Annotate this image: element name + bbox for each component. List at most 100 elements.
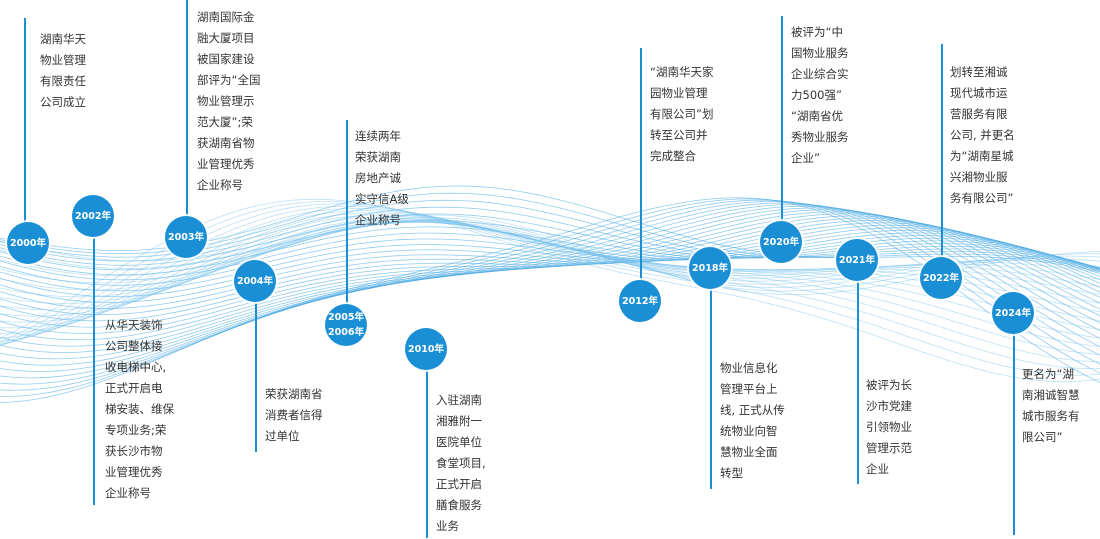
milestone-description-line: 湖南国际金 bbox=[197, 10, 255, 24]
milestone-description-line: 物业管理 bbox=[40, 53, 86, 67]
milestone-description: 物业信息化管理平台上线, 正式从传统物业向智慧物业全面转型 bbox=[720, 358, 785, 484]
milestone-connector bbox=[24, 18, 26, 226]
milestone-description-line: 获长沙市物 bbox=[105, 444, 163, 458]
milestone-year: 2004年 bbox=[237, 275, 273, 287]
milestone-connector bbox=[941, 44, 943, 257]
milestone-description-line: 业管理优秀 bbox=[197, 157, 255, 171]
milestone-description-line: 正式开启 bbox=[436, 477, 482, 491]
wave-line bbox=[0, 212, 1100, 343]
milestone-year-badge: 2024年 bbox=[992, 292, 1034, 334]
milestone-description-line: 引领物业 bbox=[866, 420, 912, 434]
milestone-description-line: 收电梯中心, bbox=[105, 360, 167, 374]
wave-line bbox=[0, 220, 1100, 271]
milestone-year-badge: 2022年 bbox=[920, 257, 962, 299]
wave-line bbox=[0, 207, 1100, 355]
milestone-year: 2010年 bbox=[408, 343, 444, 355]
milestone-year: 2020年 bbox=[763, 236, 799, 248]
milestone-description-line: 企业” bbox=[791, 151, 820, 165]
milestone-connector bbox=[186, 0, 188, 217]
milestone-description-line: 转型 bbox=[720, 466, 743, 480]
milestone-description-line: 膳食服务 bbox=[436, 498, 482, 512]
milestone-description: “湖南华天家园物业管理有限公司”划转至公司并完成整合 bbox=[650, 62, 713, 167]
milestone-description-line: 秀物业服务 bbox=[791, 130, 849, 144]
milestone-description-line: 连续两年 bbox=[355, 129, 401, 143]
wave-line bbox=[0, 207, 1100, 360]
wave-line bbox=[0, 202, 1100, 379]
milestone-description: 湖南国际金融大厦项目被国家建设部评为“全国物业管理示范大厦”;荣获湖南省物业管理… bbox=[197, 7, 260, 196]
wave-line bbox=[0, 213, 1100, 269]
milestone-description-line: 限公司” bbox=[1022, 430, 1063, 444]
milestone-description-line: 为“湖南星城 bbox=[950, 149, 1014, 163]
milestone-description-line: 物业信息化 bbox=[720, 361, 778, 375]
wave-line bbox=[0, 229, 1100, 298]
milestone-year-badge: 2000年 bbox=[7, 222, 49, 264]
milestone-description-line: 入驻湖南 bbox=[436, 393, 482, 407]
milestone-description-line: “湖南省优 bbox=[791, 109, 843, 123]
milestone-description: 荣获湖南省消费者信得过单位 bbox=[265, 384, 323, 447]
milestone-description-line: 被评为长 bbox=[866, 378, 912, 392]
milestone-description: 从华天装饰公司整体接收电梯中心,正式开启电梯安装、维保专项业务;荣获长沙市物业管… bbox=[105, 315, 174, 504]
milestone-description-line: 务有限公司” bbox=[950, 191, 1014, 205]
milestone-description-line: 荣获湖南 bbox=[355, 150, 401, 164]
milestone-description-line: 业管理优秀 bbox=[105, 465, 163, 479]
milestone-description-line: “湖南华天家 bbox=[650, 65, 714, 79]
milestone-connector bbox=[93, 237, 95, 505]
milestone-description-line: 湖南华天 bbox=[40, 32, 86, 46]
milestone-year: 2018年 bbox=[692, 262, 728, 274]
milestone-description-line: 企业称号 bbox=[197, 178, 243, 192]
milestone-description-line: 有限责任 bbox=[40, 74, 86, 88]
milestone-description-line: 企业 bbox=[866, 462, 889, 476]
milestone-description: 被评为长沙市党建引领物业管理示范企业 bbox=[866, 375, 912, 480]
milestone-description-line: 统物业向智 bbox=[720, 424, 778, 438]
milestone-year: 2006年 bbox=[328, 327, 364, 338]
milestone-description-line: 有限公司”划 bbox=[650, 107, 714, 121]
milestone-description-line: 公司成立 bbox=[40, 95, 86, 109]
milestone-description-line: 房地产诚 bbox=[355, 171, 401, 185]
milestone-description-line: 划转至湘诚 bbox=[950, 65, 1008, 79]
milestone-description-line: 物业管理示 bbox=[197, 94, 255, 108]
milestone-description-line: 部评为“全国 bbox=[197, 73, 261, 87]
milestone-connector bbox=[255, 302, 257, 452]
milestone-year-badge: 2003年 bbox=[165, 216, 207, 258]
milestone-description: 被评为“中国物业服务企业综合实力500强”“湖南省优秀物业服务企业” bbox=[791, 22, 849, 169]
milestone-description-line: 营服务有限 bbox=[950, 107, 1008, 121]
milestone-description: 湖南华天物业管理有限责任公司成立 bbox=[40, 29, 86, 113]
wave-line bbox=[0, 227, 1100, 303]
milestone-description-line: 过单位 bbox=[265, 429, 300, 443]
milestone-description-line: 力500强” bbox=[791, 88, 842, 102]
milestone-year: 2005年 bbox=[328, 312, 364, 323]
milestone-description-line: 食堂项目, bbox=[436, 456, 486, 470]
milestone-description-line: 管理示范 bbox=[866, 441, 912, 455]
milestone-connector bbox=[1013, 334, 1015, 535]
milestone-description-line: 沙市党建 bbox=[866, 399, 912, 413]
milestone-description: 连续两年荣获湖南房地产诚实守信A级企业称号 bbox=[355, 126, 409, 231]
milestone-description-line: 业务 bbox=[436, 519, 459, 533]
milestone-description-line: 范大厦”;荣 bbox=[197, 115, 253, 129]
milestone-description: 入驻湖南湘雅附一医院单位食堂项目,正式开启膳食服务业务 bbox=[436, 390, 486, 537]
milestone-year: 2003年 bbox=[168, 231, 204, 243]
milestone-year-badge: 2005年 2006年 bbox=[325, 304, 367, 346]
milestone-year-badge: 2020年 bbox=[760, 221, 802, 263]
milestone-year-badge: 2010年 bbox=[405, 328, 447, 370]
wave-line bbox=[0, 211, 1100, 347]
milestone-description-line: 专项业务;荣 bbox=[105, 423, 167, 437]
milestone-description-line: 慧物业全面 bbox=[720, 445, 778, 459]
milestone-description-line: 实守信A级 bbox=[355, 192, 409, 206]
wave-line bbox=[0, 204, 1100, 373]
milestone-year-badge: 2004年 bbox=[234, 260, 276, 302]
milestone-description-line: 现代城市运 bbox=[950, 86, 1008, 100]
milestone-description-line: 南湘诚智慧 bbox=[1022, 388, 1080, 402]
milestone-year: 2024年 bbox=[995, 307, 1031, 319]
milestone-year: 2002年 bbox=[75, 210, 111, 222]
milestone-description-line: 公司整体接 bbox=[105, 339, 163, 353]
milestone-connector bbox=[640, 48, 642, 281]
milestone-description-line: 企业称号 bbox=[105, 486, 151, 500]
milestone-description-line: 更名为“湖 bbox=[1022, 367, 1074, 381]
milestone-description-line: 湘雅附一 bbox=[436, 414, 482, 428]
milestone-description-line: 公司, 并更名 bbox=[950, 128, 1015, 142]
milestone-description-line: 管理平台上 bbox=[720, 382, 778, 396]
milestone-connector bbox=[426, 370, 428, 538]
milestone-description-line: 转至公司并 bbox=[650, 128, 708, 142]
